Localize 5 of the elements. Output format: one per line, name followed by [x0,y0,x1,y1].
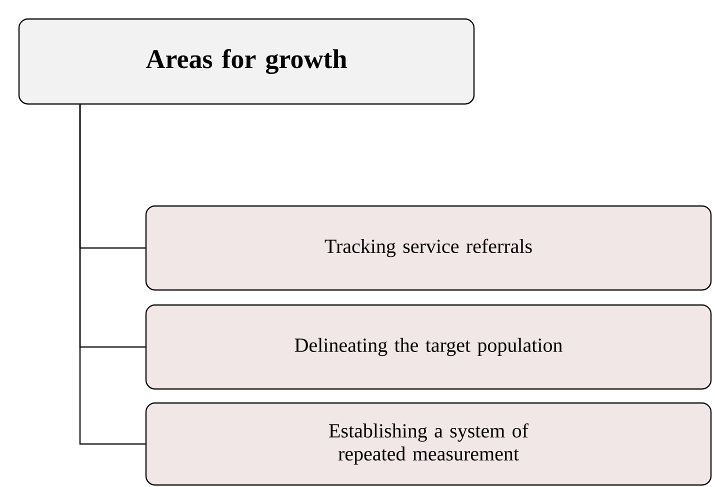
item-box: Establishing a system of repeated measurement [145,402,712,486]
connector [79,104,146,445]
item-box: Delineating the target population [145,304,712,390]
heading-box: Areas for growth [18,18,475,105]
item-box: Tracking service referrals [145,205,712,291]
